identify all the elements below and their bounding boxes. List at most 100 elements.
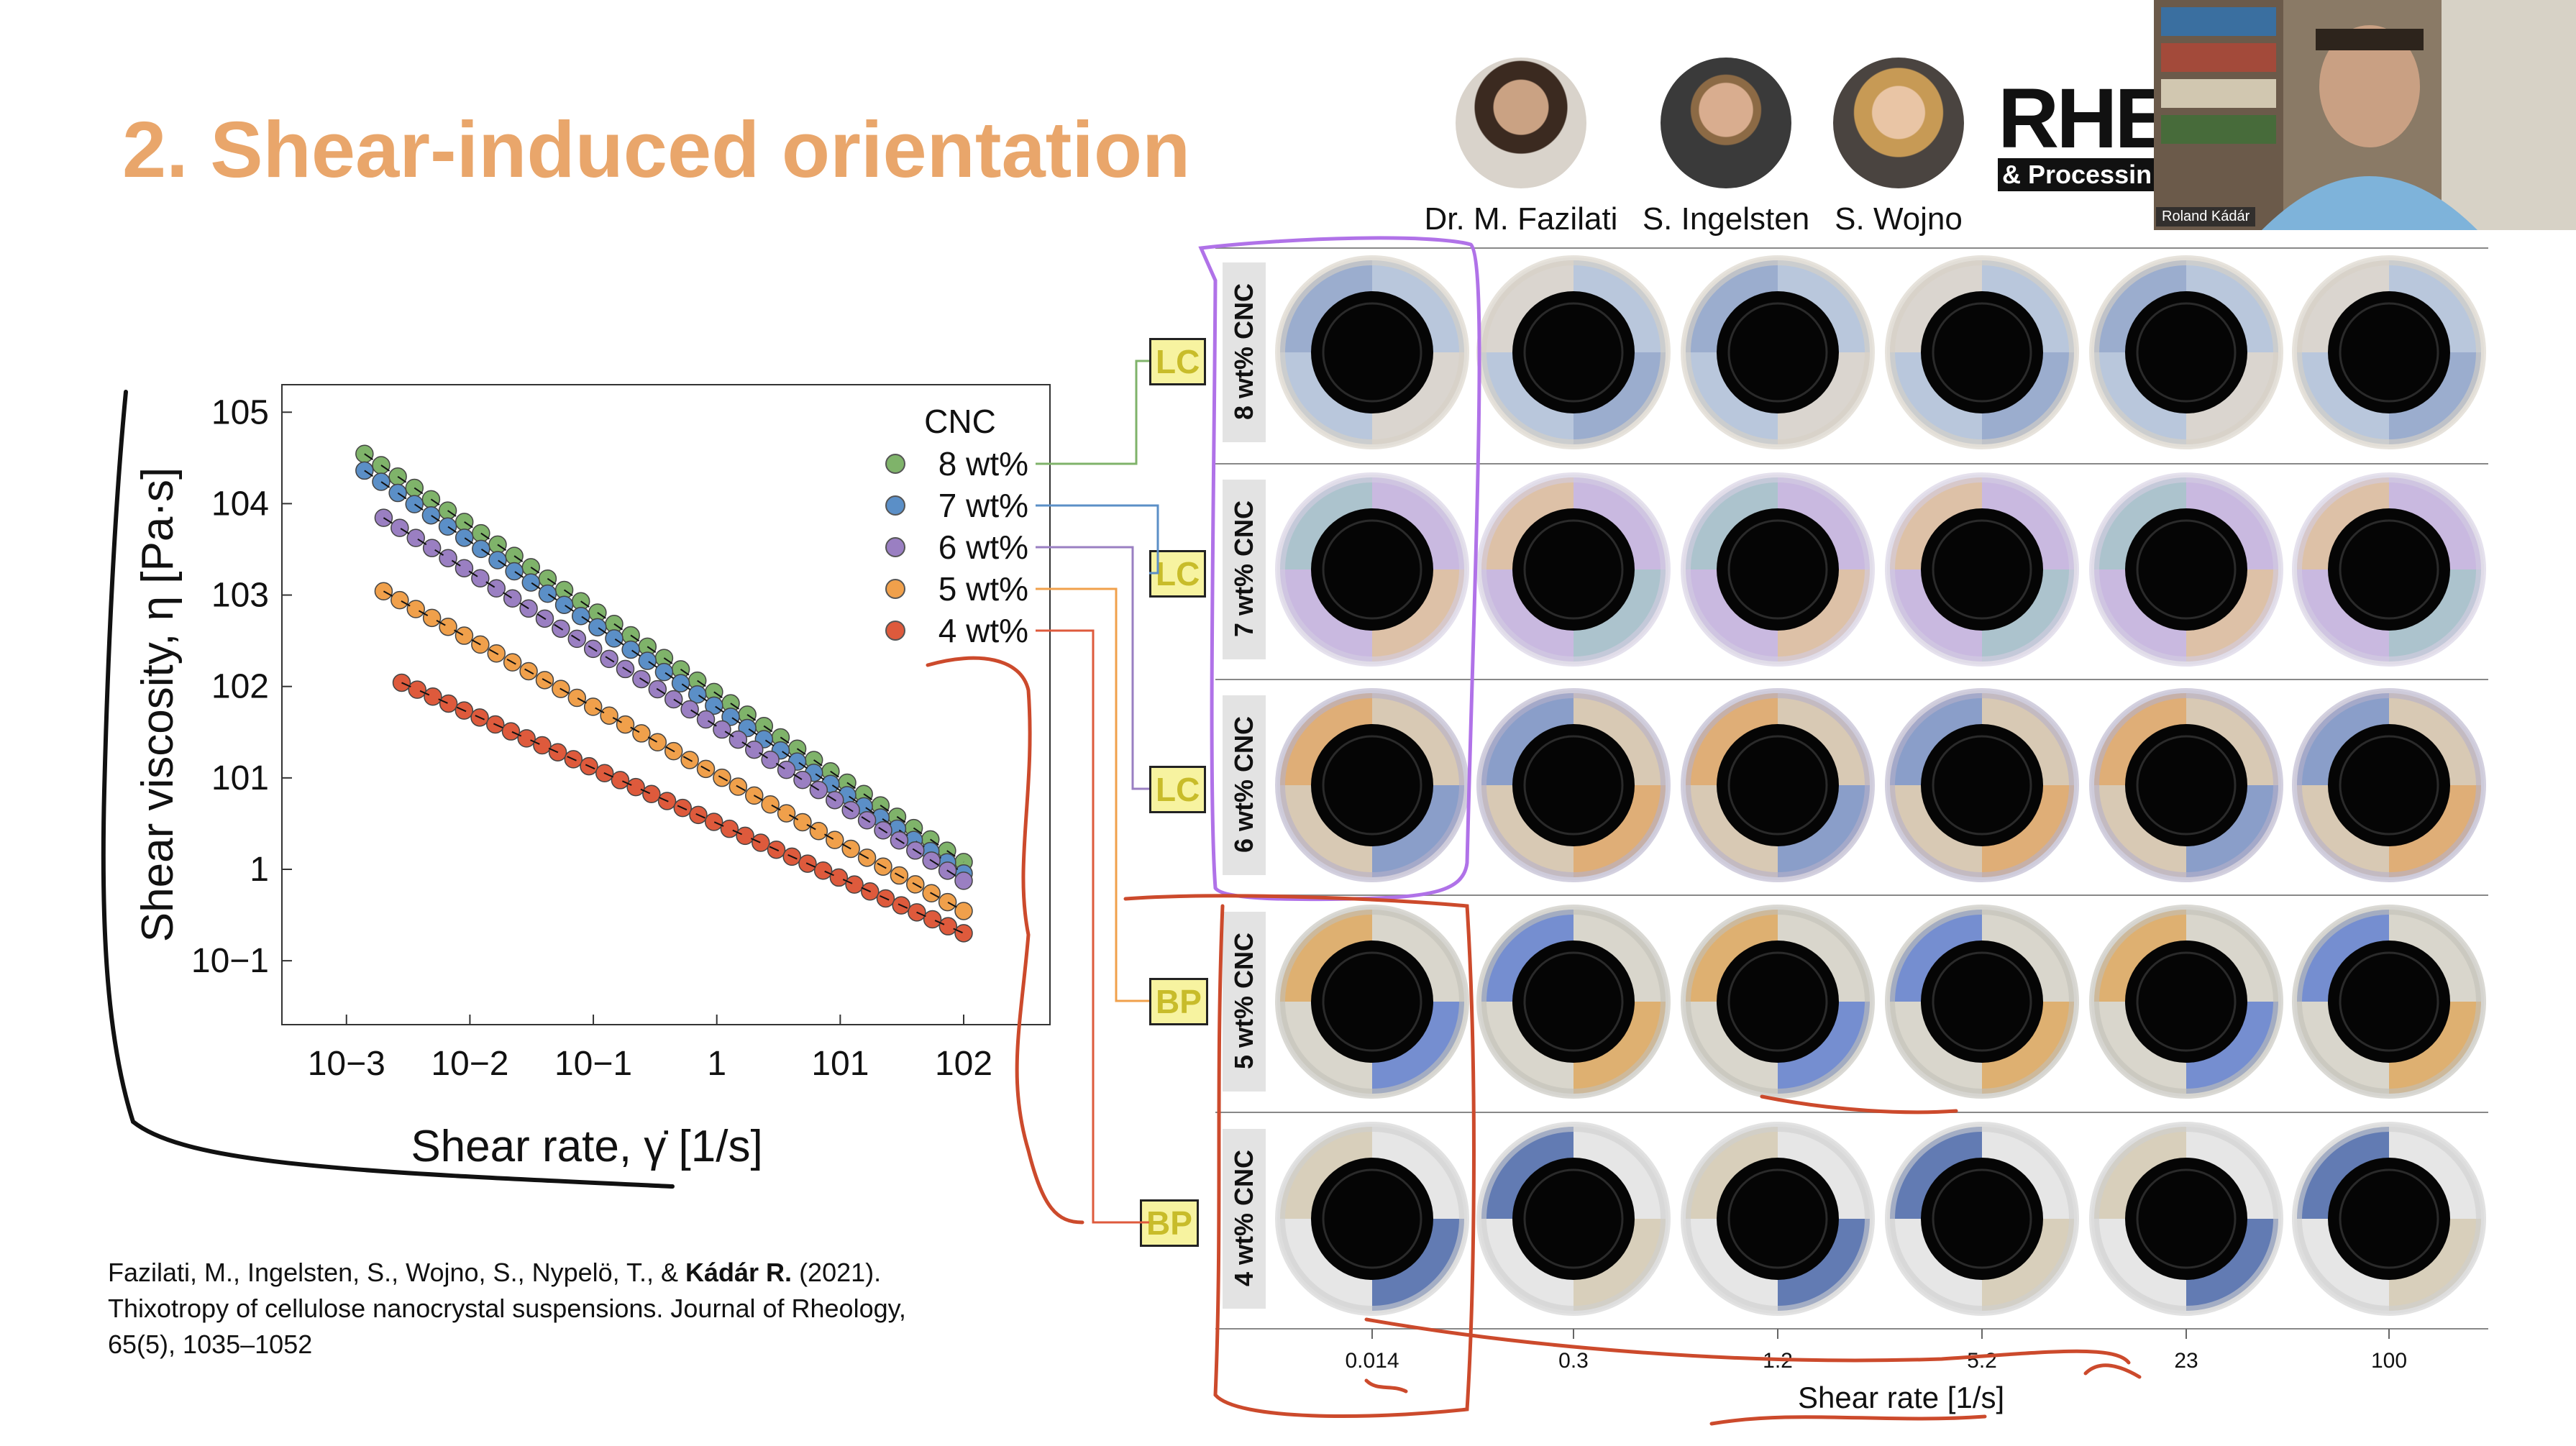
data-point xyxy=(388,483,407,503)
data-point xyxy=(744,740,764,759)
x-tick-label: 10−1 xyxy=(554,1045,632,1083)
citation: Fazilati, M., Ingelsten, S., Wojno, S., … xyxy=(108,1255,906,1363)
annotation-purple-outline xyxy=(1198,236,1481,902)
data-point xyxy=(648,733,667,752)
y-tick-label: 103 xyxy=(211,577,269,615)
data-point xyxy=(501,722,521,741)
annotation-red-stroke xyxy=(1709,1414,1987,1426)
author-photo xyxy=(1661,58,1791,188)
data-point xyxy=(829,868,849,887)
data-point xyxy=(954,902,973,920)
data-point xyxy=(621,640,640,659)
polarized-sample-image xyxy=(1885,688,2079,882)
data-point xyxy=(439,549,457,567)
data-point xyxy=(954,871,973,890)
legend-marker xyxy=(885,621,905,641)
data-point xyxy=(688,685,707,704)
data-point xyxy=(632,724,651,743)
plot-frame xyxy=(281,384,1051,1025)
data-point xyxy=(626,777,645,797)
data-point xyxy=(392,673,411,692)
data-point xyxy=(721,708,740,726)
data-point xyxy=(611,771,630,790)
polarized-sample-image xyxy=(1275,905,1469,1099)
data-point xyxy=(488,551,507,569)
data-point xyxy=(455,626,474,645)
data-point xyxy=(355,461,374,480)
data-point xyxy=(826,830,844,849)
data-point xyxy=(704,813,723,831)
y-axis-label: Shear viscosity, η [Pa·s] xyxy=(133,467,183,942)
data-point xyxy=(521,573,541,592)
polarized-sample-image xyxy=(1885,905,2079,1099)
annotation-red-stroke xyxy=(1364,1378,1408,1394)
legend-marker xyxy=(885,495,905,516)
polarized-sample-image xyxy=(1681,1122,1875,1316)
data-point xyxy=(567,688,587,708)
legend-label: 4 wt% xyxy=(938,612,1028,649)
data-point xyxy=(406,528,425,547)
connector-line xyxy=(1036,587,1149,1002)
data-point xyxy=(390,518,409,537)
annotation-red-stroke xyxy=(1123,894,1476,1419)
data-point xyxy=(720,819,739,838)
fit-line xyxy=(383,517,964,882)
data-point xyxy=(422,608,442,628)
data-point xyxy=(583,697,603,716)
polarized-image-grid xyxy=(1215,237,2488,1373)
polarized-sample-image xyxy=(2292,255,2486,449)
polarized-sample-image xyxy=(2089,1122,2283,1316)
phase-badge: BP xyxy=(1140,1199,1199,1247)
data-point xyxy=(616,715,635,734)
data-point xyxy=(671,674,690,692)
polarized-sample-image xyxy=(1275,688,1469,882)
data-point xyxy=(505,562,524,581)
polarized-sample-image xyxy=(1885,472,2079,667)
citation-line-1: Fazilati, M., Ingelsten, S., Wojno, S., … xyxy=(108,1258,882,1287)
x-tick-label: 101 xyxy=(811,1045,869,1083)
author-photo xyxy=(1456,58,1586,188)
x-tick-label: 1 xyxy=(707,1045,726,1083)
rheology-logo: RHE & Processin xyxy=(1998,76,2171,209)
phase-badge: LC xyxy=(1149,766,1207,813)
y-tick-label: 105 xyxy=(211,393,269,431)
polarized-sample-image xyxy=(1476,255,1671,449)
data-point xyxy=(372,472,390,491)
data-point xyxy=(517,729,536,748)
row-label-background xyxy=(1223,480,1266,659)
data-point xyxy=(777,804,796,823)
data-point xyxy=(813,861,833,880)
annotation-red-stroke xyxy=(1364,1317,2131,1365)
author-name: Dr. M. Fazilati xyxy=(1424,201,1618,237)
grid-x-axis-label: Shear rate [1/s] xyxy=(1798,1381,2005,1414)
polarized-sample-image xyxy=(2089,472,2283,667)
data-point xyxy=(471,569,490,587)
author-wojno: S. Wojno xyxy=(1798,58,1999,237)
y-tick-label: 101 xyxy=(211,759,269,797)
author-fazilati: Dr. M. Fazilati xyxy=(1410,58,1632,237)
row-label-background xyxy=(1223,262,1266,442)
data-point xyxy=(954,924,973,943)
data-point xyxy=(533,736,552,755)
connector-line xyxy=(1036,546,1149,790)
data-point xyxy=(408,680,426,699)
data-point xyxy=(729,730,748,749)
polarized-sample-image xyxy=(1885,255,2079,449)
annotation-red-stroke xyxy=(2083,1363,2142,1379)
fit-line xyxy=(383,590,964,912)
data-point xyxy=(696,710,716,729)
data-point xyxy=(736,826,754,846)
participant-name-label: Roland Kádár xyxy=(2156,207,2256,226)
video-participant-tile[interactable] xyxy=(2154,0,2576,230)
y-tick-label: 104 xyxy=(211,485,269,523)
phase-badge: BP xyxy=(1149,978,1208,1025)
polarized-sample-image xyxy=(1681,905,1875,1099)
polarized-sample-image xyxy=(1681,255,1875,449)
video-feed xyxy=(2154,0,2576,230)
x-tick-label: 10−3 xyxy=(308,1045,385,1083)
x-axis-label: Shear rate, γ̇ [1/s] xyxy=(411,1122,762,1171)
y-tick-label: 102 xyxy=(211,668,269,706)
legend-label: 6 wt% xyxy=(938,528,1028,566)
x-tick-label: 102 xyxy=(935,1045,992,1083)
